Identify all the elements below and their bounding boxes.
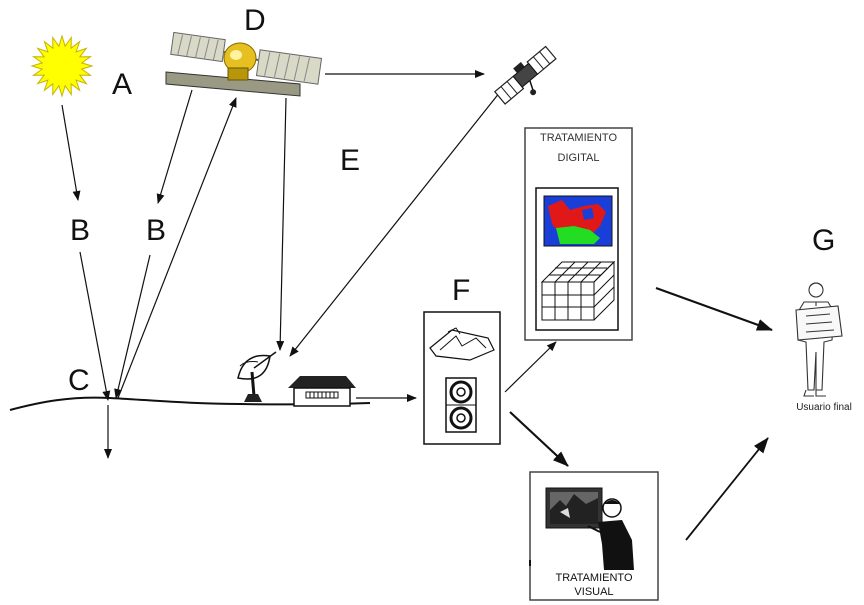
label-b-left: B	[70, 214, 91, 247]
reflected-signal-arrow	[114, 254, 151, 399]
visual-to-user-arrow	[685, 437, 769, 541]
processing-box	[423, 311, 501, 445]
visual-title-line2: VISUAL	[574, 585, 614, 598]
label-d: D	[244, 4, 266, 37]
satellite-signal-down-arrow	[156, 89, 193, 204]
classified-map-icon	[543, 195, 613, 247]
solar-ray-arrow-2	[79, 251, 111, 401]
solar-ray-arrow	[61, 104, 81, 201]
visual-title-line1: TRATAMIENTO	[555, 572, 633, 584]
digital-title-line2: DIGITAL	[557, 151, 600, 164]
relay-satellite-icon	[493, 45, 557, 105]
digital-treatment-title: TRATAMIENTO DIGITAL	[527, 132, 630, 166]
label-a: A	[112, 68, 133, 101]
final-user-label: Usuario final	[796, 402, 852, 413]
label-c: C	[68, 364, 90, 397]
label-e: E	[340, 144, 361, 177]
satellite-icon	[165, 31, 323, 97]
digital-to-user-arrow	[655, 286, 773, 332]
final-user-icon	[795, 282, 843, 397]
digital-title-line1: TRATAMIENTO	[540, 132, 617, 144]
emitted-radiation-arrow	[117, 97, 237, 399]
ground-station-icon	[288, 376, 356, 407]
tape-drive-icon	[445, 377, 477, 433]
label-f: F	[452, 274, 471, 307]
label-g: G	[812, 224, 836, 257]
downlink-arrow	[276, 97, 287, 351]
visual-treatment-panel	[529, 471, 659, 601]
visual-treatment-title: TRATAMIENTO VISUAL	[532, 572, 656, 600]
sun-icon	[30, 34, 94, 98]
label-b-right: B	[146, 214, 167, 247]
terrain-model-icon	[429, 327, 495, 361]
data-cube-icon	[540, 260, 616, 321]
photo-interpreter-icon	[529, 487, 634, 570]
digital-treatment-panel	[524, 127, 633, 341]
to-digital-arrow	[504, 341, 557, 393]
antenna-dish-icon	[237, 351, 277, 402]
to-visual-arrow	[509, 411, 569, 467]
relay-downlink-arrow	[289, 91, 501, 357]
